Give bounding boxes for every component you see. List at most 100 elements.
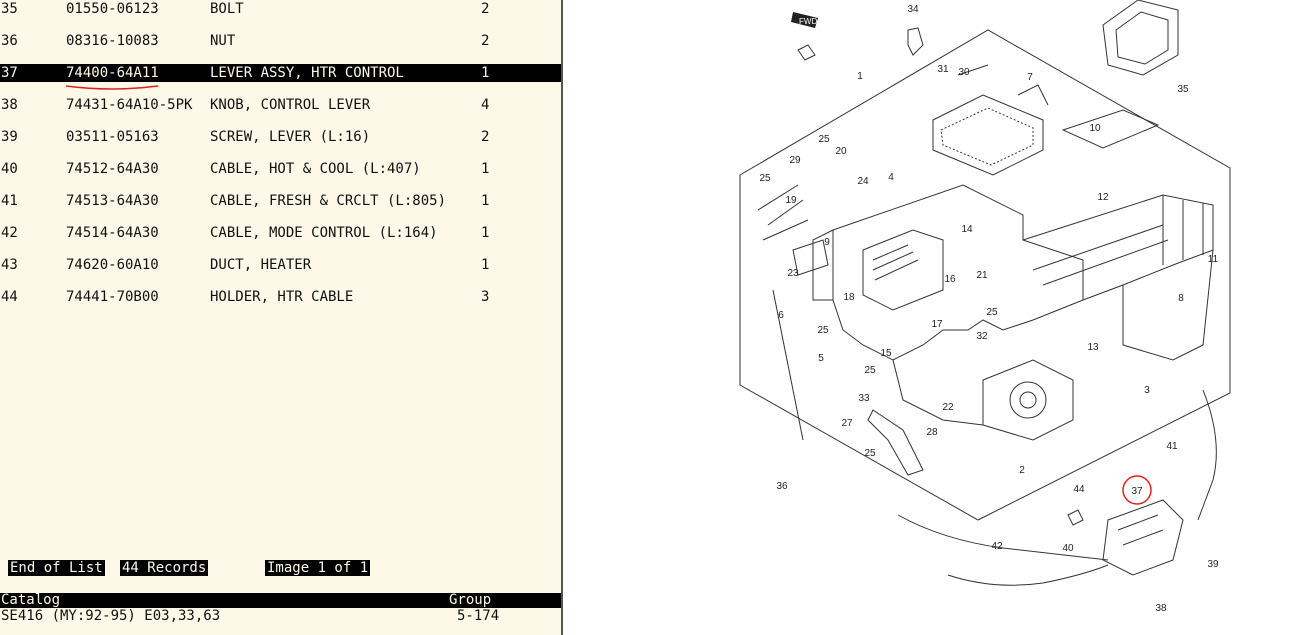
cell-part: 08316-10083 — [66, 33, 159, 49]
cell-no: 39 — [1, 129, 18, 145]
callout-25: 25 — [759, 173, 771, 184]
cell-part: 74620-60A10 — [66, 257, 159, 273]
callout-25: 25 — [864, 448, 876, 459]
callout-41: 41 — [1166, 441, 1178, 452]
callout-33: 33 — [858, 393, 870, 404]
cell-qty: 3 — [481, 289, 490, 305]
callout-labels: 1234567891011121314151617181920212223242… — [759, 4, 1219, 614]
table-row[interactable]: 40 74512-64A30 CABLE, HOT & COOL (L:407) 1 — [0, 160, 561, 178]
cell-qty: 1 — [481, 65, 490, 81]
callout-34: 34 — [907, 4, 919, 15]
cell-no: 40 — [1, 161, 18, 177]
cell-no: 38 — [1, 97, 18, 113]
callout-1: 1 — [857, 71, 863, 82]
cell-qty: 1 — [481, 257, 490, 273]
callout-6: 6 — [778, 310, 784, 321]
callout-4: 4 — [888, 172, 894, 183]
callout-30: 30 — [958, 67, 970, 78]
callout-22: 22 — [942, 402, 954, 413]
callout-10: 10 — [1089, 123, 1101, 134]
cell-part: 74400-64A11 — [66, 65, 159, 81]
footer-header-bar — [0, 593, 561, 608]
callout-24: 24 — [857, 176, 869, 187]
cell-qty: 2 — [481, 129, 490, 145]
callout-20: 20 — [835, 146, 847, 157]
callout-42: 42 — [991, 541, 1003, 552]
cell-part: 74431-64A10-5PK — [66, 97, 193, 113]
cell-desc: CABLE, HOT & COOL (L:407) — [210, 161, 421, 177]
callout-29: 29 — [789, 155, 801, 166]
callout-32: 32 — [976, 331, 988, 342]
cell-part: 74441-70B00 — [66, 289, 159, 305]
callout-39: 39 — [1207, 559, 1219, 570]
callout-28: 28 — [926, 427, 938, 438]
callout-11: 11 — [1208, 254, 1219, 265]
cell-desc: NUT — [210, 33, 236, 49]
highlight-circle-37 — [1122, 475, 1152, 505]
callout-21: 21 — [976, 270, 988, 281]
callout-13: 13 — [1087, 342, 1099, 353]
cell-no: 37 — [1, 65, 18, 81]
cell-desc: CABLE, FRESH & CRCLT (L:805) — [210, 193, 447, 209]
callout-38: 38 — [1155, 603, 1167, 614]
cell-no: 44 — [1, 289, 18, 305]
cell-no: 43 — [1, 257, 18, 273]
cell-part: 03511-05163 — [66, 129, 159, 145]
callout-16: 16 — [944, 274, 956, 285]
end-of-list-indicator: End of List — [8, 560, 105, 576]
cell-desc: HOLDER, HTR CABLE — [210, 289, 354, 305]
callout-27: 27 — [841, 418, 853, 429]
table-row[interactable]: 44 74441-70B00 HOLDER, HTR CABLE 3 — [0, 288, 561, 306]
records-count: 44 Records — [120, 560, 209, 576]
cell-desc: BOLT — [210, 1, 244, 17]
heater-unit-drawing — [757, 0, 1217, 586]
callout-37: 37 — [1131, 486, 1143, 497]
cell-desc: KNOB, CONTROL LEVER — [210, 97, 371, 113]
callout-18: 18 — [843, 292, 855, 303]
callout-14: 14 — [961, 224, 973, 235]
table-row[interactable]: 35 01550-06123 BOLT 2 — [0, 0, 561, 18]
callout-3: 3 — [1144, 385, 1150, 396]
group-label: Group — [449, 592, 492, 608]
catalog-value: SE416 (MY:92-95) E03,33,63 — [1, 608, 221, 624]
fwd-arrow-icon: FWD — [791, 12, 818, 28]
cell-qty: 1 — [481, 193, 490, 209]
fwd-label: FWD — [799, 17, 817, 26]
cell-part: 74512-64A30 — [66, 161, 159, 177]
callout-35: 35 — [1177, 84, 1189, 95]
image-counter: Image 1 of 1 — [265, 560, 371, 576]
frame-outline — [739, 29, 1231, 521]
callout-25: 25 — [818, 134, 830, 145]
red-underline-annotation — [65, 85, 159, 90]
cell-qty: 1 — [481, 225, 490, 241]
cell-desc: CABLE, MODE CONTROL (L:164) — [210, 225, 438, 241]
callout-31: 31 — [937, 64, 949, 75]
callout-5: 5 — [818, 353, 824, 364]
callout-40: 40 — [1062, 543, 1074, 554]
group-value: 5-174 — [457, 608, 500, 624]
cell-qty: 2 — [481, 1, 490, 17]
cell-part: 74514-64A30 — [66, 225, 159, 241]
callout-36: 36 — [776, 481, 788, 492]
callout-19: 19 — [785, 195, 797, 206]
cell-no: 42 — [1, 225, 18, 241]
callout-8: 8 — [1178, 293, 1184, 304]
cell-part: 01550-06123 — [66, 1, 159, 17]
callout-9: 9 — [824, 237, 830, 248]
panel-divider — [561, 0, 563, 635]
callout-25: 25 — [817, 325, 829, 336]
table-row[interactable]: 42 74514-64A30 CABLE, MODE CONTROL (L:164)… — [0, 224, 561, 242]
cell-qty: 1 — [481, 161, 490, 177]
cell-qty: 2 — [481, 33, 490, 49]
cell-no: 35 — [1, 1, 18, 17]
catalog-label: Catalog — [1, 592, 61, 608]
callout-25: 25 — [986, 307, 998, 318]
callout-7: 7 — [1027, 72, 1033, 83]
